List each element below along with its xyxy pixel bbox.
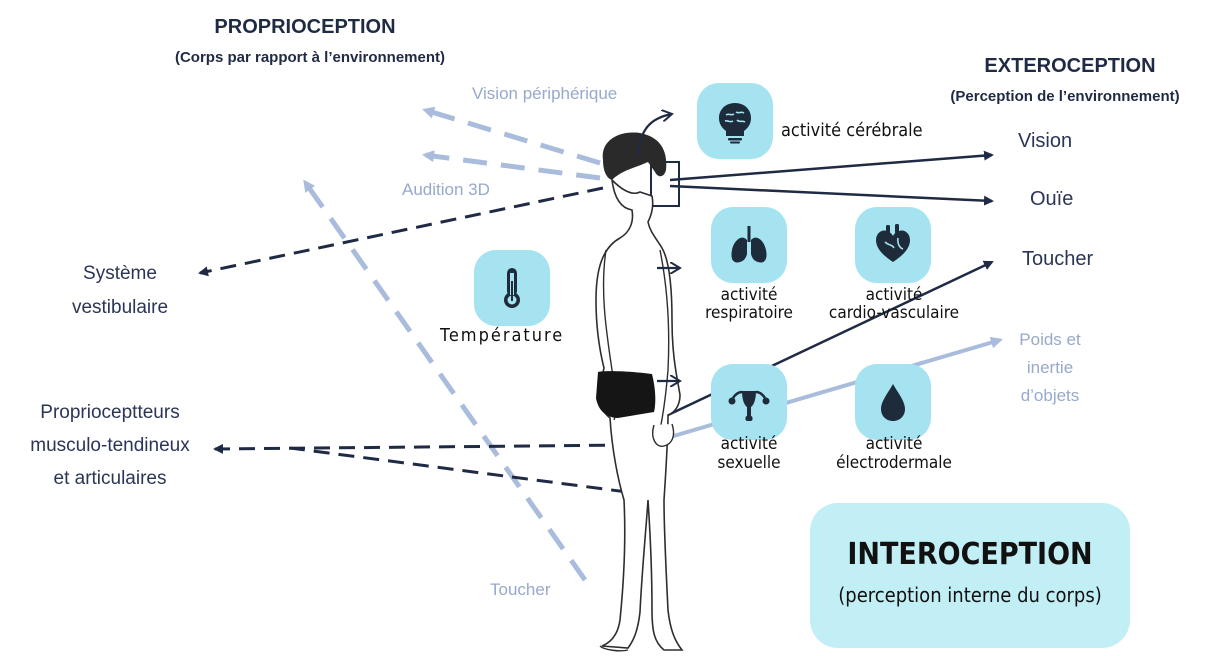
label-systeme-line2: vestibulaire xyxy=(71,297,169,318)
arrow-proprioceptteurs xyxy=(213,443,631,454)
brain-lightbulb-icon xyxy=(697,83,773,159)
label-vision-peripherique: Vision périphérique xyxy=(472,84,618,103)
interoception-box xyxy=(810,503,1130,648)
arrow-vision xyxy=(669,150,994,182)
uterus-icon xyxy=(711,364,787,440)
interoception-subtitle: (perception interne du corps) xyxy=(838,583,1102,607)
heart-icon xyxy=(855,207,931,283)
drop-icon xyxy=(855,364,931,440)
label-electro-line1: activité xyxy=(865,434,923,454)
label-toucher-bas: Toucher xyxy=(490,580,551,599)
label-respiratoire-line2: respiratoire xyxy=(705,303,793,323)
exteroception-title: EXTEROCEPTION xyxy=(984,55,1156,77)
label-proprio-line3: et articulaires xyxy=(53,468,167,489)
label-systeme-line1: Système xyxy=(83,263,157,284)
label-poids-line1: Poids et xyxy=(1019,330,1081,349)
label-respiratoire-line1: activité xyxy=(720,285,778,305)
arrow-ouie xyxy=(669,184,994,206)
label-audition-3d: Audition 3D xyxy=(402,180,490,199)
label-sexuelle-line1: activité xyxy=(720,434,778,454)
label-activite-cerebrale: activité cérébrale xyxy=(781,120,923,141)
arrow-toucher-bas xyxy=(302,179,588,582)
arrow-audition-3d xyxy=(422,150,601,181)
label-electro-line2: électrodermale xyxy=(836,453,952,473)
lungs-icon xyxy=(711,207,787,283)
proprioception-subtitle: (Corps par rapport à l’environnement) xyxy=(174,49,446,66)
label-vision: Vision xyxy=(1018,130,1073,152)
label-poids-line2: inertie xyxy=(1026,358,1074,377)
proprioception-title: PROPRIOCEPTION xyxy=(214,16,396,38)
label-temperature: Température xyxy=(440,325,565,346)
label-ouie: Ouïe xyxy=(1030,188,1074,210)
arrow-vision-peripherique xyxy=(422,106,601,166)
interoception-title: INTEROCEPTION xyxy=(847,537,1093,572)
arrow-systeme-vestibulaire xyxy=(198,186,604,277)
label-poids-line3: d’objets xyxy=(1020,386,1080,405)
thermometer-icon xyxy=(474,250,550,326)
label-proprio-line1: Proprioceptteurs xyxy=(40,402,180,423)
label-sexuelle-line2: sexuelle xyxy=(717,453,781,473)
label-proprio-line2: musculo-tendineux xyxy=(30,435,190,456)
label-cardio-line2: cardio-vasculaire xyxy=(828,303,960,323)
light-dashed-arrows xyxy=(302,106,601,582)
label-cardio-line1: activité xyxy=(865,285,923,305)
exteroception-subtitle: (Perception de l’environnement) xyxy=(950,88,1180,105)
line-proprioceptteurs-bas xyxy=(289,446,628,494)
label-toucher: Toucher xyxy=(1022,248,1094,270)
dark-dashed-arrows xyxy=(198,186,631,494)
arrow-head-brain xyxy=(636,114,672,156)
human-figure xyxy=(595,132,684,652)
